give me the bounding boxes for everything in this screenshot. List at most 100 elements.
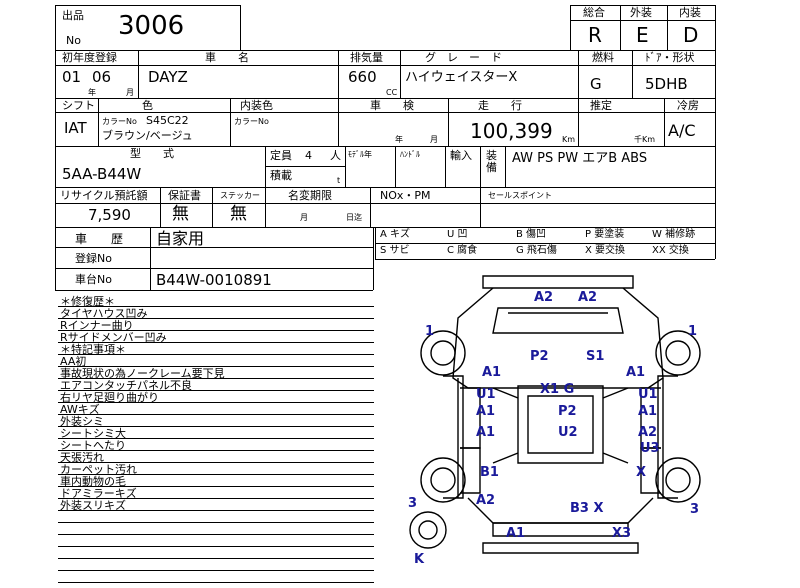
overall-grade: R	[588, 23, 602, 47]
displacement: 660	[348, 68, 377, 86]
reg-year: 01	[62, 68, 82, 86]
color-name: ブラウン/ベージュ	[102, 129, 193, 142]
exterior-grade-label: 外装	[630, 6, 652, 19]
nox-label: NOx・PM	[380, 189, 431, 202]
mark-x1g: X1 G	[540, 382, 575, 397]
key-u: U 凹	[447, 229, 468, 240]
ac-label: 冷房	[677, 99, 699, 112]
repair-item: タイヤハウス凹み	[60, 307, 148, 320]
mark-s1-front: S1	[586, 349, 605, 364]
shift-label: シフト	[62, 99, 95, 112]
cc-unit: CC	[386, 88, 398, 97]
mark-tire-fr: 1	[688, 324, 698, 339]
inspection-month-unit: 月	[430, 135, 438, 144]
car-name-label: 車 名	[205, 51, 249, 64]
special-item: エアコンタッチパネル不良	[60, 379, 192, 392]
lot-label-bottom: No	[66, 34, 81, 47]
special-item: AWキズ	[60, 403, 100, 416]
mark-a1-r2: A1	[638, 404, 658, 419]
mileage-label: 走 行	[478, 99, 522, 112]
mark-tire-rr: 3	[690, 502, 700, 517]
color-no-label: カラーNo	[102, 117, 137, 126]
mark-p2-front: P2	[530, 349, 549, 364]
special-item: 右リヤ足廻り曲がり	[60, 391, 159, 404]
overall-grade-label: 総合	[583, 6, 605, 19]
registration-label: 登録No	[75, 252, 112, 265]
mark-front-a2-left: A2	[534, 290, 554, 305]
sticker-label: ステッカー	[220, 191, 260, 200]
model: 5AA-B44W	[62, 165, 142, 183]
key-b: B 傷凹	[516, 229, 547, 240]
key-w: W 補修跡	[652, 229, 696, 240]
equipment-label: 装備	[486, 149, 497, 174]
equipment: AW PS PW エアB ABS	[512, 151, 648, 166]
special-header: ＊特記事項＊	[60, 343, 126, 356]
warranty-label: 保証書	[168, 189, 201, 202]
chassis-no: B44W-0010891	[156, 271, 272, 289]
door-shape: 5DHB	[645, 75, 688, 93]
mark-a1-l3: A1	[476, 425, 496, 440]
reg-month: 06	[92, 68, 112, 86]
km-unit: Km	[562, 135, 576, 144]
mark-a1-r1: A1	[626, 365, 646, 380]
name-change-month-unit: 月	[300, 213, 308, 222]
repair-header: ＊修復歴＊	[60, 295, 115, 308]
capacity-label: 定員	[270, 149, 292, 162]
special-item: 外装スリキズ	[60, 499, 126, 512]
special-item: カーペット汚れ	[60, 463, 137, 476]
name-change-label: 名変期限	[288, 189, 332, 202]
capacity-value: 4	[305, 149, 312, 162]
load-unit: t	[337, 176, 341, 185]
key-c: C 腐食	[447, 245, 478, 256]
capacity-unit: 人	[330, 149, 341, 162]
thousand-km-unit: 千Km	[634, 135, 656, 144]
mark-tire-fl: 1	[425, 324, 435, 339]
mark-x-r: X	[636, 465, 647, 480]
recycle-fee: 7,590	[88, 206, 131, 224]
estimate-label: 推定	[590, 99, 612, 112]
car-name: DAYZ	[148, 68, 188, 86]
model-year-label: ﾓﾃﾞﾙ年	[348, 150, 372, 159]
interior-color-no-label: カラーNo	[234, 117, 269, 126]
mark-u3-r: U3	[640, 441, 660, 456]
special-item: 天張汚れ	[60, 451, 104, 464]
lot-label-top: 出品	[62, 9, 84, 22]
history-label: 車 歴	[75, 232, 124, 246]
warranty: 無	[172, 204, 189, 224]
repair-item: Rインナー曲り	[60, 319, 134, 332]
mark-b1-l: B1	[480, 465, 499, 480]
lot-number: 3006	[118, 11, 185, 41]
mark-p2-mid: P2	[558, 404, 577, 419]
first-reg-label: 初年度登録	[62, 51, 117, 64]
chassis-label: 車台No	[75, 273, 112, 286]
exterior-grade: E	[636, 23, 649, 47]
recycle-label: リサイクル預託額	[60, 189, 148, 202]
reg-month-unit: 月	[126, 88, 134, 97]
mileage: 100,399	[470, 119, 553, 143]
interior-grade-label: 内装	[679, 6, 701, 19]
mark-b3x: B3 X	[570, 501, 604, 516]
special-item: シートへたり	[60, 439, 126, 452]
inspection-label: 車 検	[370, 99, 414, 112]
name-change-day-unit: 日迄	[346, 213, 362, 222]
inspection-year-unit: 年	[395, 135, 403, 144]
mark-u1-r: U1	[638, 387, 658, 402]
repair-item: Rサイドメンバー凹み	[60, 331, 167, 344]
door-shape-label: ﾄﾞｱ・形状	[645, 51, 695, 64]
mark-a1-rear: A1	[506, 526, 526, 541]
mark-x3-rear: X3	[612, 526, 632, 541]
grade: ハイウェイスターX	[405, 70, 518, 85]
mark-a2-rear-l: A2	[476, 493, 496, 508]
mark-u2-mid: U2	[558, 425, 578, 440]
special-item: 事故現状の為ノークレーム要下見	[60, 367, 225, 380]
mark-a1-l1: A1	[482, 365, 502, 380]
shift: IAT	[64, 119, 87, 137]
mark-spare-k: K	[414, 552, 425, 567]
mark-a2-r3: A2	[638, 425, 658, 440]
sticker: 無	[230, 204, 247, 224]
interior-color-label: 内装色	[240, 99, 273, 112]
special-item: 外装シミ	[60, 415, 104, 428]
import-label: 輸入	[450, 149, 472, 162]
special-item: 車内動物の毛	[60, 475, 126, 488]
special-item: ドアミラーキズ	[60, 487, 137, 500]
